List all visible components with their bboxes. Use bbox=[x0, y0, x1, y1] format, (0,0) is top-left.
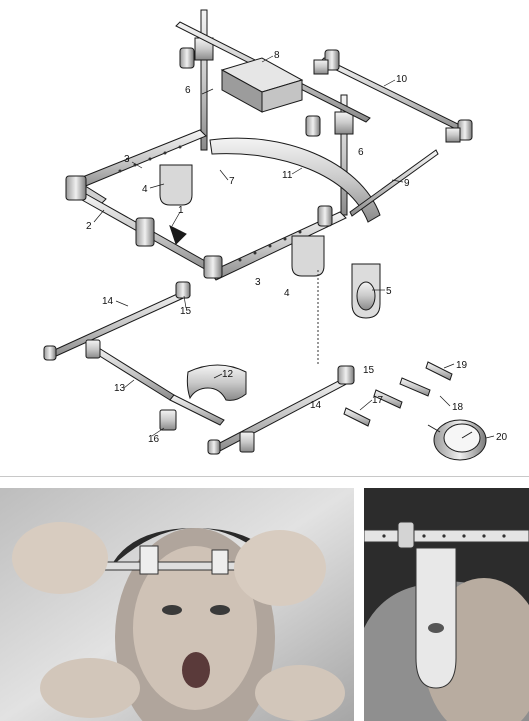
dial-gauge bbox=[427, 419, 487, 461]
vertical-post-right bbox=[334, 94, 354, 216]
photo-ear-piece-illustration bbox=[364, 488, 529, 721]
label-5: 5 bbox=[386, 286, 392, 297]
label-12: 12 bbox=[222, 369, 234, 380]
label-2: 2 bbox=[86, 221, 92, 232]
pins bbox=[343, 361, 453, 427]
knob-frame-center bbox=[135, 217, 187, 247]
label-15a: 15 bbox=[180, 306, 192, 317]
lower-knobs bbox=[43, 281, 355, 455]
photo-ear-piece-detail bbox=[364, 488, 529, 721]
label-4b: 4 bbox=[284, 288, 290, 299]
knob-frame-left bbox=[65, 175, 87, 201]
label-16: 16 bbox=[148, 434, 160, 445]
label-11: 11 bbox=[282, 170, 293, 181]
label-13: 13 bbox=[114, 383, 126, 394]
knob-frame-front bbox=[203, 255, 223, 279]
label-3a: 3 bbox=[124, 154, 130, 165]
ear-piece-left bbox=[159, 164, 193, 206]
label-6b: 6 bbox=[358, 147, 364, 158]
label-7: 7 bbox=[229, 176, 235, 187]
label-10: 10 bbox=[396, 74, 408, 85]
knob-upper-mid bbox=[305, 115, 321, 137]
slide-rod bbox=[349, 149, 439, 217]
photo-facebow-fitting bbox=[0, 488, 354, 721]
label-15b: 15 bbox=[363, 365, 375, 376]
label-9: 9 bbox=[404, 178, 410, 189]
label-18: 18 bbox=[452, 402, 464, 413]
label-1: 1 bbox=[178, 205, 184, 216]
label-14b: 14 bbox=[310, 400, 322, 411]
facebow-drawing: 1 2 3 3 4 4 5 6 6 7 8 9 10 11 12 13 14 1… bbox=[43, 9, 508, 461]
label-19: 19 bbox=[456, 360, 468, 371]
knob-frame-right bbox=[317, 205, 333, 227]
facebow-exploded-diagram: 1 2 3 3 4 4 5 6 6 7 8 9 10 11 12 13 14 1… bbox=[0, 9, 529, 477]
label-17: 17 bbox=[372, 395, 384, 406]
label-6a: 6 bbox=[185, 85, 191, 96]
label-8: 8 bbox=[274, 50, 280, 61]
label-4a: 4 bbox=[142, 184, 148, 195]
label-3b: 3 bbox=[255, 277, 261, 288]
photo-facebow-fitting-illustration bbox=[0, 488, 354, 721]
knob-upper-right-b bbox=[445, 119, 473, 143]
vertical-post-left bbox=[194, 9, 214, 151]
label-14a: 14 bbox=[102, 296, 114, 307]
knob-upper-left bbox=[179, 47, 195, 69]
leader-lines bbox=[93, 55, 495, 439]
curved-scale-arm bbox=[209, 137, 381, 223]
knob-upper-right-a bbox=[313, 49, 340, 75]
support-block bbox=[220, 57, 304, 113]
label-20: 20 bbox=[496, 432, 508, 443]
bite-fork bbox=[186, 364, 247, 401]
ear-olive-spare bbox=[351, 263, 381, 319]
part-numbers: 1 2 3 3 4 4 5 6 6 7 8 9 10 11 12 13 14 1… bbox=[86, 50, 508, 445]
ear-piece-right bbox=[291, 235, 325, 277]
upper-rod bbox=[175, 21, 471, 135]
